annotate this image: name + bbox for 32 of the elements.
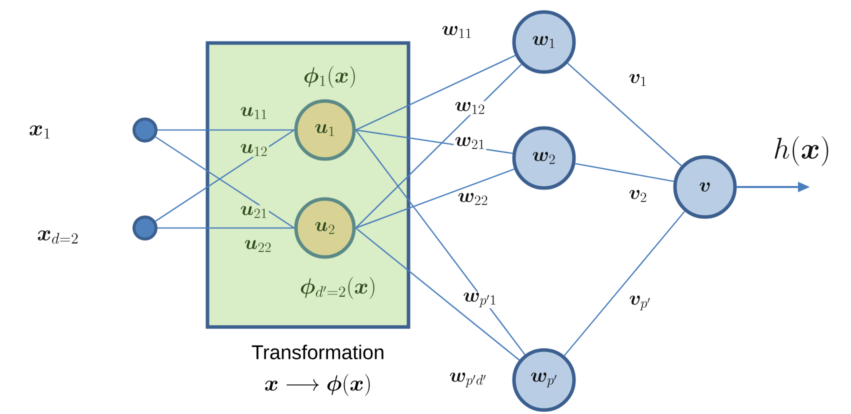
connector-line (355, 130, 526, 356)
node-label: $\boldsymbol{\phi}_1(\boldsymbol{x})$ (304, 66, 355, 88)
connector-line (355, 54, 516, 131)
edge-label: $\boldsymbol{v}_1$ (629, 74, 646, 86)
edge-label: $\boldsymbol{w}_{11}$ (442, 26, 471, 38)
connector-line (567, 62, 682, 166)
connector-line (575, 163, 674, 182)
connector-line (158, 227, 294, 229)
connector-line (158, 129, 294, 131)
edge-label: $\boldsymbol{u}_{22}$ (244, 240, 271, 252)
node-label: $\boldsymbol{x}\longrightarrow\boldsymbol{\phi}(\boldsymbol{x})$ (265, 374, 370, 396)
edge-label: $h(\boldsymbol{x})$ (774, 136, 828, 166)
edge-label: $\boldsymbol{w}_{22}$ (458, 192, 488, 205)
edge-label: $\boldsymbol{v}_{p'}$ (630, 296, 650, 310)
node-label: $\boldsymbol{\phi}_{d'=2}(\boldsymbol{x})$ (300, 277, 374, 299)
connector-line (355, 64, 522, 228)
input-label: $\boldsymbol{x}_1$ (30, 125, 50, 139)
edge-label: $\boldsymbol{v}_2$ (629, 190, 646, 202)
edge-label: $\boldsymbol{w}_{p'd'}$ (450, 372, 486, 388)
input-circle (132, 216, 158, 240)
edge-label: $\boldsymbol{w}_{21}$ (455, 136, 484, 149)
edge-label: $\boldsymbol{u}_{12}$ (240, 144, 267, 156)
input-label: $\boldsymbol{x}_{d=2}$ (38, 230, 78, 244)
edge-label: $\boldsymbol{u}_{21}$ (240, 206, 266, 218)
edge-label: $\boldsymbol{u}_{11}$ (240, 106, 266, 119)
edge-label: $\boldsymbol{w}_{12}$ (455, 102, 484, 114)
connector-line (355, 228, 520, 361)
connector-line (356, 168, 514, 229)
connector-line (564, 210, 686, 356)
input-circle (132, 118, 158, 142)
edge-label: $\boldsymbol{w}_{p'1}$ (464, 292, 496, 308)
node-label: Transformation (252, 344, 384, 360)
